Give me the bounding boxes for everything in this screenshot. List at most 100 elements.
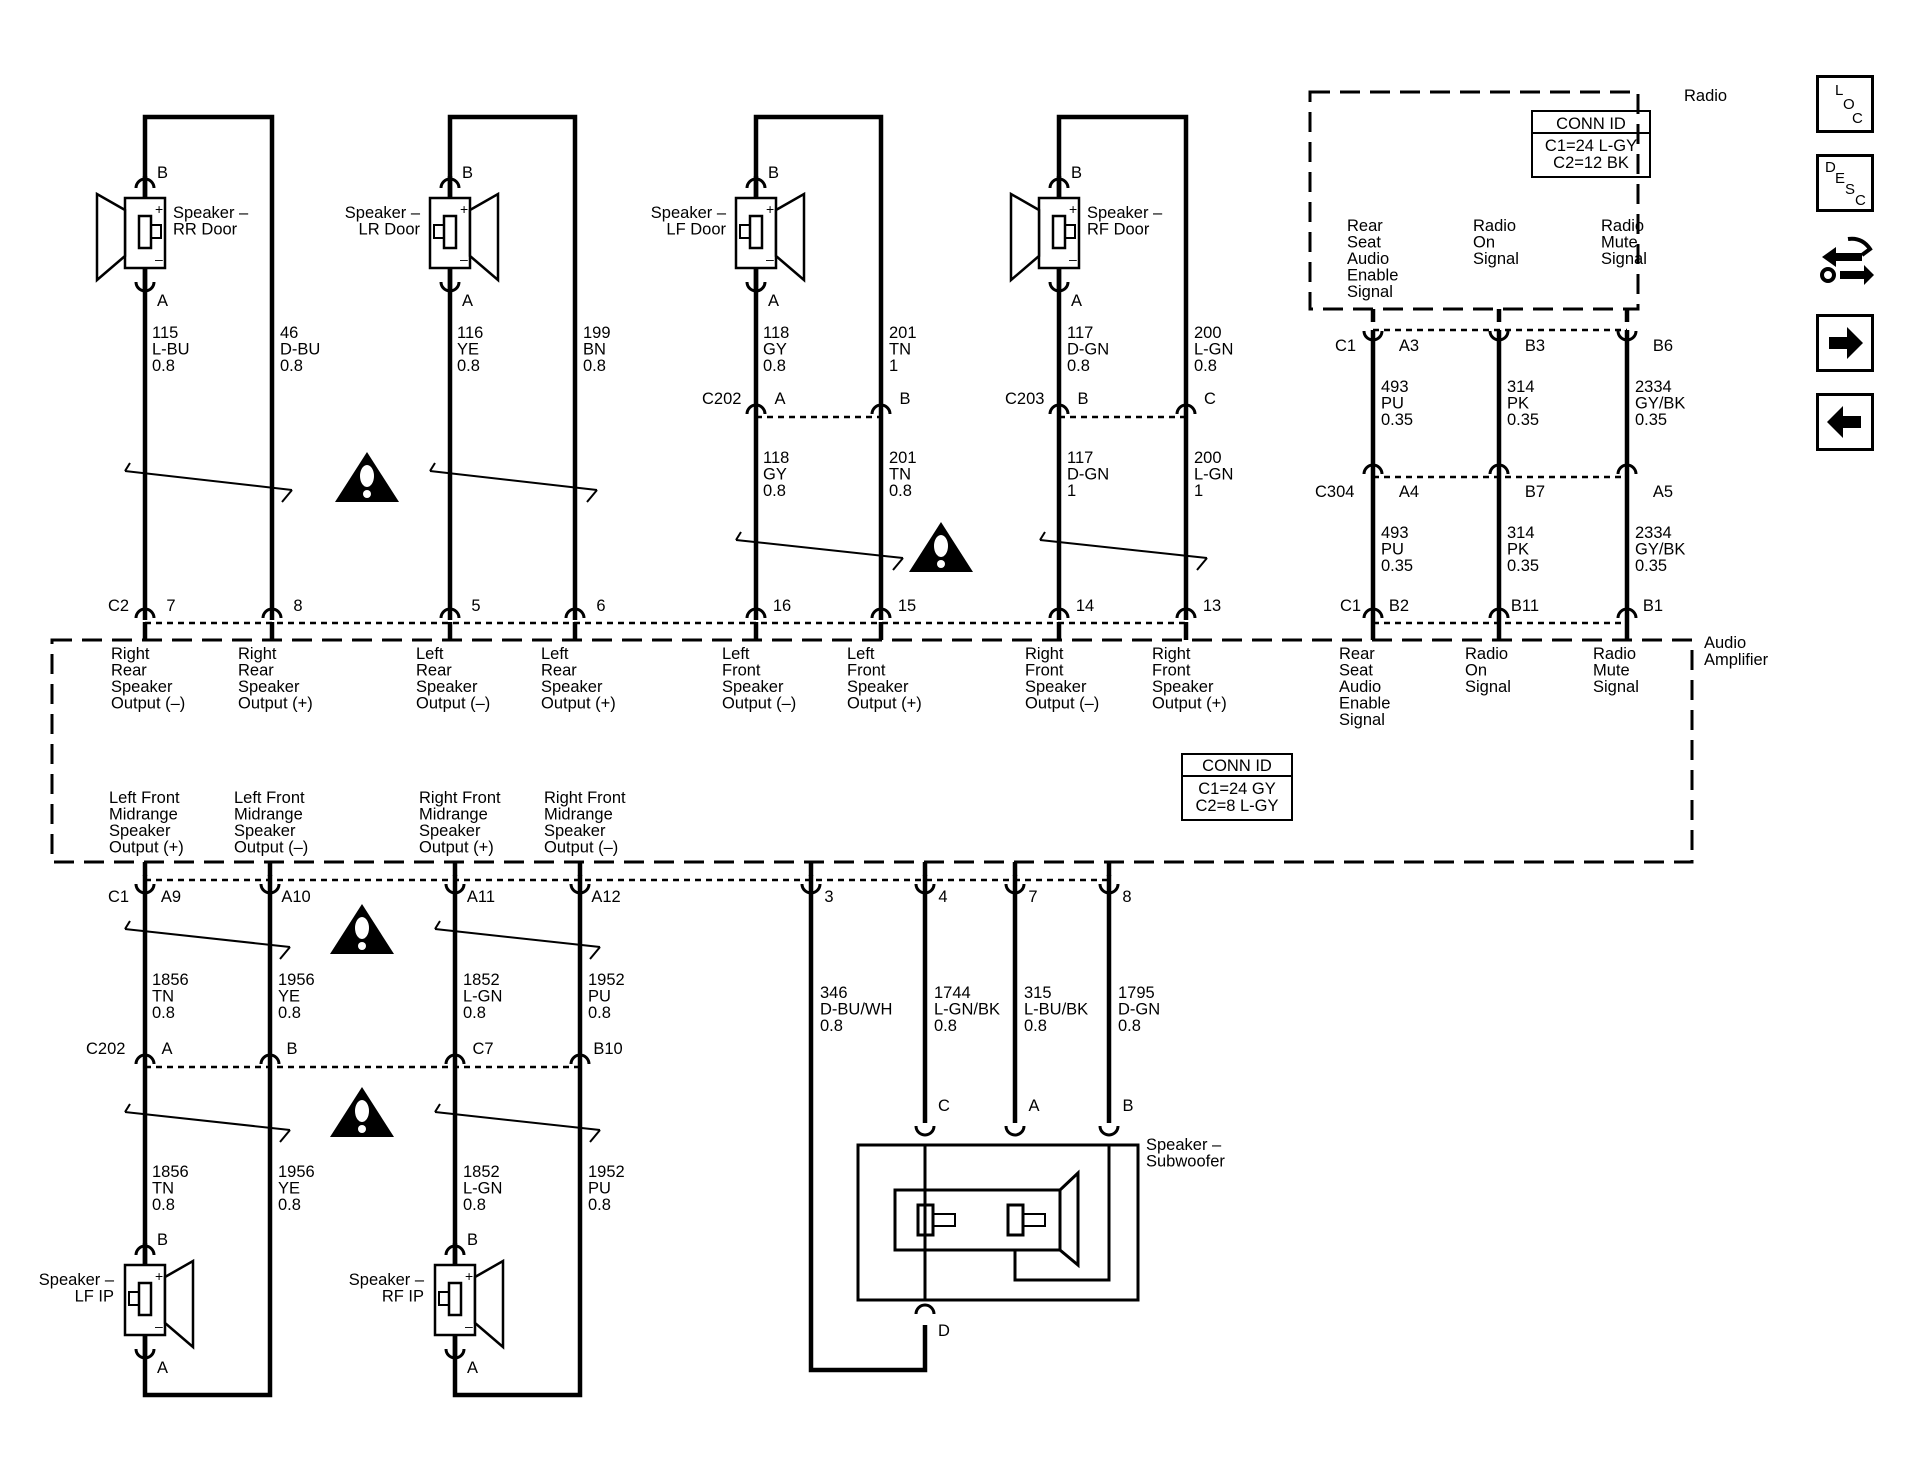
speaker: +– [95, 176, 167, 290]
connector-label: C202 [702, 390, 741, 408]
amplifier-signal-label: Seat [1339, 662, 1373, 680]
wire-label: 346 [820, 984, 848, 1002]
speaker-cone-icon [468, 191, 500, 283]
amplifier-signal-label: Audio [1339, 678, 1381, 696]
radio-label: Radio [1684, 87, 1727, 105]
speaker-coil-icon [137, 214, 153, 250]
amplifier-signal-label: Speaker [847, 678, 909, 696]
speaker-cone-icon [473, 1258, 505, 1350]
wire-label: D-GN [1118, 1001, 1160, 1019]
next-button[interactable] [1816, 314, 1874, 372]
radio-conn-id-title: CONN ID [1556, 115, 1626, 133]
wire-label: 0.8 [1067, 357, 1090, 375]
amplifier-signal-label: Midrange [544, 806, 613, 824]
radio-conn-id-line: C1=24 L-GY [1545, 137, 1637, 155]
amplifier-signal-label: Left [416, 645, 444, 663]
desc-letter: C [1855, 192, 1866, 209]
amplifier-signal-label: Output (+) [847, 695, 922, 713]
wire-label: 117 [1067, 449, 1093, 467]
wire-label: TN [889, 466, 911, 484]
terminal-pin [745, 177, 767, 189]
speaker-name: RF IP [382, 1288, 424, 1306]
terminal-pin [134, 1348, 156, 1360]
wire-lf-door [753, 114, 884, 620]
wire-label: 118 [763, 449, 789, 467]
terminal-pin [745, 403, 767, 415]
amplifier-signal-label: Right [1152, 645, 1191, 663]
amplifier-signal-label: Left [722, 645, 750, 663]
warning-icon [335, 452, 399, 502]
connector-label: C202 [86, 1040, 125, 1058]
connector-label: C1 [1340, 597, 1361, 615]
wire-label: PU [588, 1180, 611, 1198]
wire-label: 201 [889, 449, 917, 467]
wire-label: 0.8 [763, 357, 786, 375]
amplifier-signal-label: Output (–) [234, 839, 308, 857]
wire-label: 1 [1194, 482, 1203, 500]
wire-label: 1856 [152, 1163, 189, 1181]
terminal-pin [1048, 177, 1070, 189]
loc-letter: O [1843, 96, 1855, 113]
speaker-coil-icon [137, 1281, 153, 1317]
terminal-pin [914, 1125, 936, 1137]
speaker-pin-label: B [157, 164, 168, 182]
terminal-pin [1098, 883, 1120, 895]
speaker-pin-label: B [462, 164, 473, 182]
speaker-name: Speaker – [651, 204, 727, 222]
subwoofer-pin-label: C [938, 1097, 950, 1115]
subwoofer-speaker [856, 1143, 1140, 1302]
wire-label: 0.8 [588, 1004, 611, 1022]
terminal-pin [439, 281, 461, 293]
wire-label: L-BU [152, 341, 190, 359]
amplifier-pin-label: 4 [938, 888, 947, 906]
connector-label: C203 [1005, 390, 1044, 408]
wire-label: D-BU [280, 341, 320, 359]
terminal-pin [1488, 330, 1510, 342]
speaker-pin-label: B [157, 1231, 168, 1249]
twisted-pair-marks [124, 462, 1208, 1143]
previous-arrow-icon [1827, 406, 1861, 438]
audio-amplifier: Audio Amplifier CONN ID C1=24 GY C2=8 L-… [50, 634, 1769, 864]
terminal-pin [1175, 403, 1197, 415]
wire-label: 1744 [934, 984, 971, 1002]
wire-label: 0.8 [934, 1017, 957, 1035]
speaker-name: RF Door [1087, 221, 1150, 239]
wrench-button[interactable] [1818, 235, 1876, 293]
radio-signal-label: On [1473, 234, 1495, 252]
amplifier-signal-label: Front [1152, 662, 1191, 680]
terminal-pin [134, 607, 156, 619]
speaker-coil-icon [748, 214, 764, 250]
wire-label: D-GN [1067, 466, 1109, 484]
amplifier-signal-label: Speaker [238, 678, 300, 696]
loc-button[interactable]: L O C [1816, 75, 1874, 133]
wire-label: 200 [1194, 324, 1222, 342]
terminal-pin [259, 883, 281, 895]
radio-pin-label: B6 [1653, 337, 1673, 355]
speaker-name: Speaker – [1146, 1136, 1222, 1154]
wire-label: 199 [583, 324, 611, 342]
previous-button[interactable] [1816, 393, 1874, 451]
wire-label: 314 [1507, 378, 1535, 396]
desc-button[interactable]: D E S C [1816, 154, 1874, 212]
amplifier-signal-label: Left Front [234, 789, 305, 807]
wire-label: 315 [1024, 984, 1052, 1002]
terminal-pin [134, 281, 156, 293]
terminal-pin [444, 883, 466, 895]
wire-label: 117 [1067, 324, 1093, 342]
warning-icon [909, 522, 973, 572]
amplifier-signal-label: Output (–) [722, 695, 796, 713]
amplifier-pin-label: B2 [1389, 597, 1409, 615]
amplifier-signal-label: Front [847, 662, 886, 680]
amplifier-pin-label: 7 [1028, 888, 1037, 906]
speaker: +– [1009, 176, 1081, 290]
amplifier-signal-label: Left Front [109, 789, 180, 807]
amplifier-signal-label: Output (–) [544, 839, 618, 857]
subwoofer-pin-label: A [1028, 1097, 1039, 1115]
svg-text:+: + [155, 201, 163, 217]
wire-rr-door [142, 114, 275, 620]
terminal-pin [800, 883, 822, 895]
terminal-pin [1048, 403, 1070, 415]
connector-label: C304 [1315, 483, 1354, 501]
wire-label: 2334 [1635, 378, 1672, 396]
wire-label: 0.8 [889, 482, 912, 500]
